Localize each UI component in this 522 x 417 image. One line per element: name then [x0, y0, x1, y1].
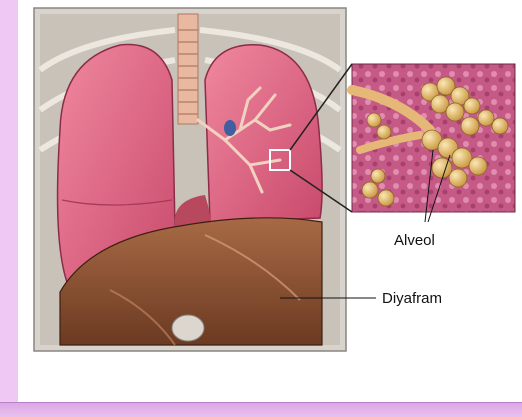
bottom-decorative-band — [0, 402, 522, 417]
alveol-label: Alveol — [394, 232, 435, 249]
spine — [172, 315, 204, 341]
trachea — [178, 14, 198, 124]
heart-vessel — [224, 120, 236, 136]
alveoli-inset — [352, 64, 515, 212]
diyafram-label: Diyafram — [382, 290, 442, 307]
